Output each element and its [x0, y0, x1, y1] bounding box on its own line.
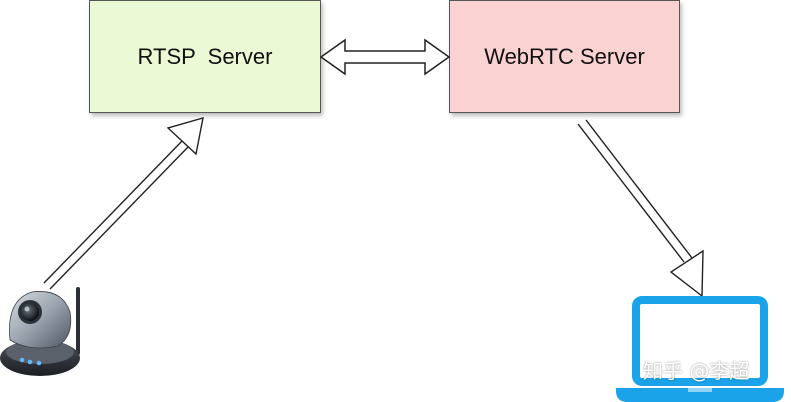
bidirectional-arrow	[319, 38, 451, 76]
webrtc-server-node: WebRTC Server	[449, 0, 680, 113]
webrtc-server-label: WebRTC Server	[484, 43, 645, 69]
watermark-text: 知乎 @李超	[643, 359, 750, 383]
ip-camera-icon	[0, 287, 80, 376]
rtsp-server-label: RTSP Server	[137, 43, 273, 69]
camera-to-rtsp-arrow	[43, 117, 204, 290]
laptop-icon	[616, 296, 784, 402]
rtsp-server-node: RTSP Server	[89, 0, 321, 113]
webrtc-to-laptop-arrow	[577, 119, 704, 298]
